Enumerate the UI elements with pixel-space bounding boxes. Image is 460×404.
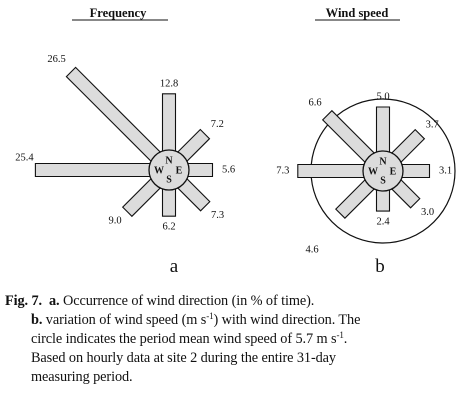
rose-a-value-se: 7.3 <box>211 210 224 221</box>
figure-caption: Fig. 7. a. Occurrence of wind direction … <box>5 292 455 387</box>
rose-b-compass-s: S <box>380 176 386 187</box>
caption-part-b: b. <box>31 312 43 328</box>
rose-b-compass-n: N <box>379 157 387 168</box>
panel-b-title: Wind speed <box>326 6 389 20</box>
rose-a-value-sw: 9.0 <box>108 216 121 227</box>
caption-text-3a: circle indicates the period mean wind sp… <box>31 331 337 347</box>
wind-rose-figure: Frequency Wind speed 12.8 7.2 5.6 7.3 6.2 9.0… <box>15 6 456 277</box>
rose-b-value-ne: 3.7 <box>426 119 439 130</box>
rose-a-compass-w: W <box>154 166 164 177</box>
caption-line-1: Fig. 7. a. Occurrence of wind direction … <box>5 292 455 311</box>
panel-b-label: b <box>375 256 385 277</box>
rose-b-value-se: 3.0 <box>421 207 434 218</box>
rose-a-value-n: 12.8 <box>160 78 178 89</box>
rose-a-value-e: 5.6 <box>222 165 235 176</box>
rose-b-value-w: 7.3 <box>276 166 289 177</box>
caption-line-2: b. variation of wind speed (m s-1) with … <box>5 311 455 330</box>
caption-text-3b: . <box>343 331 348 347</box>
rose-b-value-s: 2.4 <box>376 217 390 228</box>
rose-b-compass-e: E <box>390 167 397 178</box>
caption-text-2b: ) with wind direction. The <box>213 312 361 328</box>
rose-b-value-e: 3.1 <box>439 166 452 177</box>
rose-a-compass-e: E <box>176 166 183 177</box>
rose-a-center-hub <box>148 149 190 191</box>
rose-b-value-sw: 4.6 <box>305 245 318 256</box>
caption-fig-label: Fig. 7. <box>5 293 43 309</box>
rose-b-compass-w: W <box>368 167 378 178</box>
caption-line-5: measuring period. <box>31 369 133 385</box>
rose-b-center-hub <box>362 150 404 192</box>
rose-a-value-nw: 26.5 <box>47 54 65 65</box>
panel-a-title: Frequency <box>90 6 147 20</box>
panel-a-label: a <box>170 256 179 277</box>
caption-sup-1: -1 <box>206 311 214 321</box>
rose-b-value-nw: 6.6 <box>308 98 321 109</box>
caption-line-4: Based on hourly data at site 2 during th… <box>31 350 336 366</box>
rose-a-compass-s: S <box>166 175 172 186</box>
caption-line-3: circle indicates the period mean wind sp… <box>5 330 455 349</box>
caption-part-a: a. <box>48 293 60 309</box>
caption-text-1: Occurrence of wind direction (in % of ti… <box>59 293 315 309</box>
rose-b-value-n: 5.0 <box>376 92 389 103</box>
rose-a-compass-n: N <box>165 156 173 167</box>
rose-a-value-s: 6.2 <box>162 222 175 233</box>
caption-text-2a: variation of wind speed (m s <box>42 312 207 328</box>
rose-a-value-w: 25.4 <box>15 153 34 164</box>
caption-sup-2: -1 <box>336 330 344 340</box>
rose-a-value-ne: 7.2 <box>211 119 224 130</box>
